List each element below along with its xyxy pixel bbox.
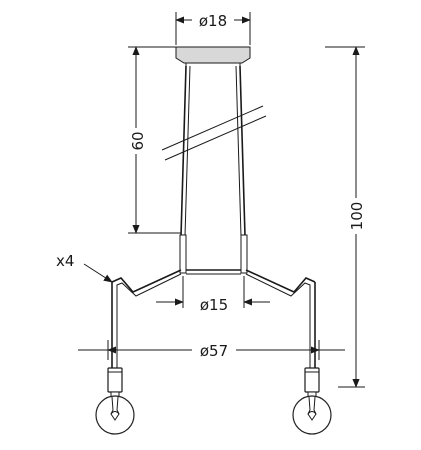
arm-count-label: x4 [56, 252, 74, 270]
total-width-label: ø57 [200, 342, 228, 360]
right-lamp [292, 367, 332, 435]
dimension-canopy-diameter: ø18 [175, 11, 251, 45]
dimension-total-height: 100 [325, 46, 366, 388]
total-height-label: 100 [348, 202, 366, 231]
cable-length-label: 60 [129, 131, 147, 150]
left-lamp [95, 367, 135, 435]
arm-count-callout: x4 [56, 252, 113, 283]
center-diameter-label: ø15 [200, 296, 228, 314]
dimension-total-width: ø57 [78, 340, 345, 360]
cable-break-symbol [161, 105, 267, 161]
right-bulb [292, 395, 332, 435]
canopy-diameter-label: ø18 [199, 12, 227, 30]
ceiling-canopy [175, 46, 251, 68]
lamp-arms [111, 269, 316, 368]
suspension-cables [180, 65, 246, 237]
center-hub [179, 234, 248, 275]
dimension-center-diameter: ø15 [156, 276, 270, 314]
left-bulb [95, 395, 135, 435]
dimension-cable-length: 60 [128, 46, 181, 234]
